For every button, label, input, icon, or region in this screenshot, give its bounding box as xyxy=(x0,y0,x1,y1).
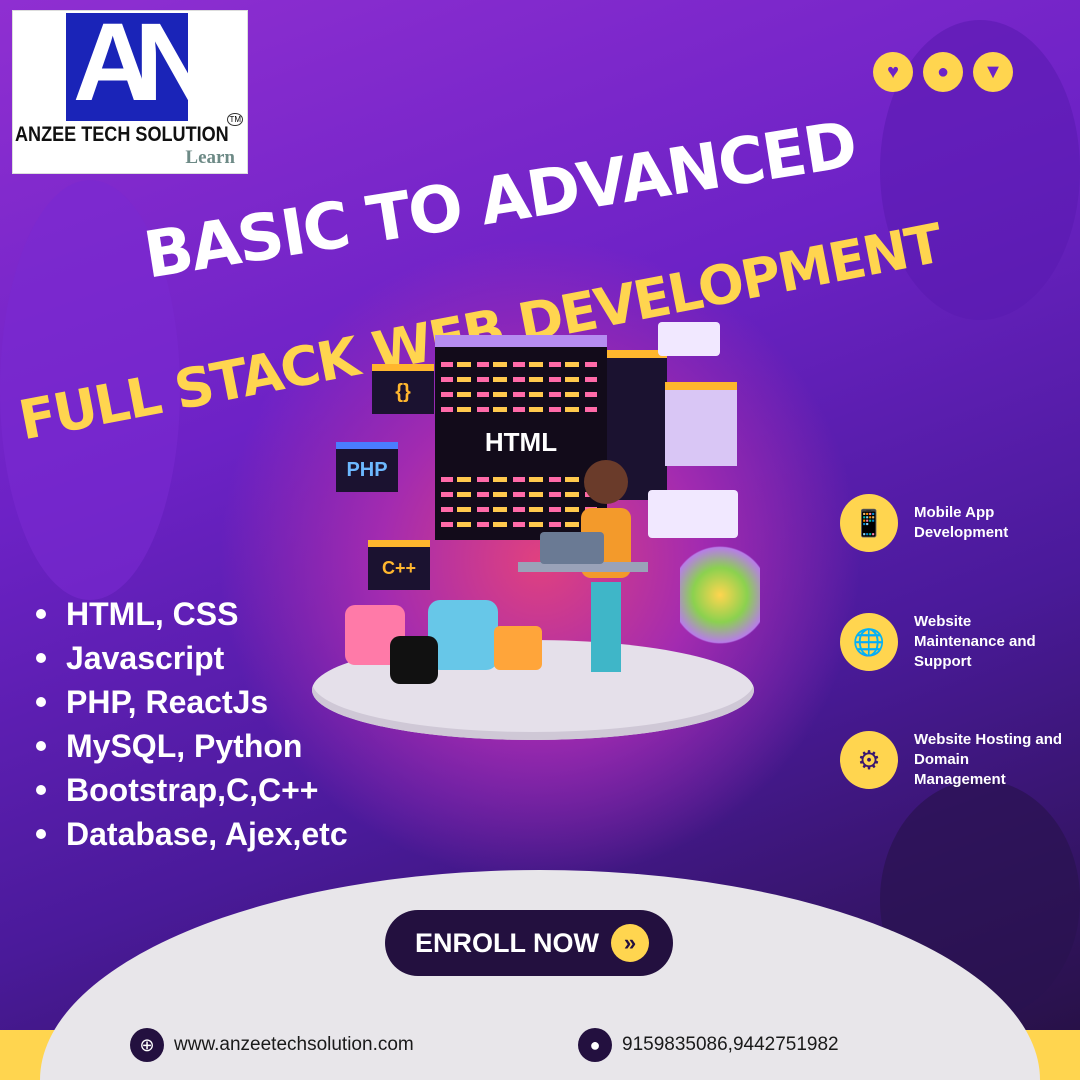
course-item: HTML, CSS xyxy=(36,592,348,636)
php-tag: PHP xyxy=(336,442,398,492)
service-label: Website Hosting and Domain Management xyxy=(914,731,1063,788)
enroll-label: ENROLL NOW xyxy=(415,927,599,958)
folder-app-icon xyxy=(494,626,542,670)
code-line xyxy=(441,492,601,497)
logo-square xyxy=(66,13,188,121)
screen-label: HTML xyxy=(484,427,558,457)
logo-tagline: Learn xyxy=(185,147,235,168)
trademark: TM xyxy=(227,113,243,126)
logo-monogram: AN xyxy=(73,1,214,124)
website-link[interactable]: www.anzeetechsolution.com xyxy=(174,1034,414,1055)
logo-name: ANZEE TECH SOLUTION xyxy=(15,123,229,146)
globe-icon: ⊕ xyxy=(130,1028,164,1062)
globe-icon: 🌐 xyxy=(840,613,898,671)
service-label: Website Maintenance and Support xyxy=(914,613,1036,670)
chat-icon[interactable]: ● xyxy=(923,52,963,92)
phone-numbers: 9159835086,9442751982 xyxy=(622,1034,839,1055)
social-icons: ♥ ● ▼ xyxy=(873,52,1013,92)
code-line xyxy=(441,362,601,367)
code-bubble xyxy=(648,490,738,538)
legs xyxy=(591,582,621,672)
phone-contact: ● 9159835086,9442751982 xyxy=(578,1028,839,1062)
user-icon: ● xyxy=(578,1028,612,1062)
desk xyxy=(518,562,648,572)
course-item: Database, Ajex,etc xyxy=(36,812,348,856)
service-maintenance: 🌐 Website Maintenance and Support xyxy=(840,612,1064,672)
code-bubble xyxy=(658,322,720,356)
code-line xyxy=(441,507,601,512)
course-item: MySQL, Python xyxy=(36,724,348,768)
cpp-tag: C++ xyxy=(368,540,430,590)
code-line xyxy=(441,377,601,382)
braces-tag: {} xyxy=(372,364,434,414)
settings-app-icon xyxy=(428,600,498,670)
code-line xyxy=(441,477,601,482)
course-list: HTML, CSS Javascript PHP, ReactJs MySQL,… xyxy=(36,592,348,856)
code-line xyxy=(441,407,601,412)
course-item: Javascript xyxy=(36,636,348,680)
head xyxy=(584,460,628,504)
course-item: Bootstrap,C,C++ xyxy=(36,768,348,812)
service-label: Mobile App Development xyxy=(914,504,1009,541)
code-line xyxy=(441,392,601,397)
laptop xyxy=(540,532,604,564)
code-screen: HTML xyxy=(435,335,607,540)
double-chevron-right-icon: » xyxy=(611,924,649,962)
send-icon[interactable]: ▼ xyxy=(973,52,1013,92)
enroll-now-button[interactable]: ENROLL NOW » xyxy=(385,910,673,976)
headset-app-icon xyxy=(390,636,438,684)
brand-logo: AN ANZEE TECH SOLUTION TM Learn xyxy=(12,3,248,174)
image-window xyxy=(665,382,737,466)
course-item: PHP, ReactJs xyxy=(36,680,348,724)
circuit-icon: ⚙ xyxy=(840,731,898,789)
mobile-app-icon: 📱 xyxy=(840,494,898,552)
plant xyxy=(680,540,760,650)
website-contact[interactable]: ⊕ www.anzeetechsolution.com xyxy=(130,1028,414,1062)
service-mobile-app: 📱 Mobile App Development xyxy=(840,494,1064,552)
service-hosting: ⚙ Website Hosting and Domain Management xyxy=(840,730,1064,790)
bg-blob xyxy=(0,180,180,600)
heart-icon[interactable]: ♥ xyxy=(873,52,913,92)
code-line xyxy=(441,522,601,527)
